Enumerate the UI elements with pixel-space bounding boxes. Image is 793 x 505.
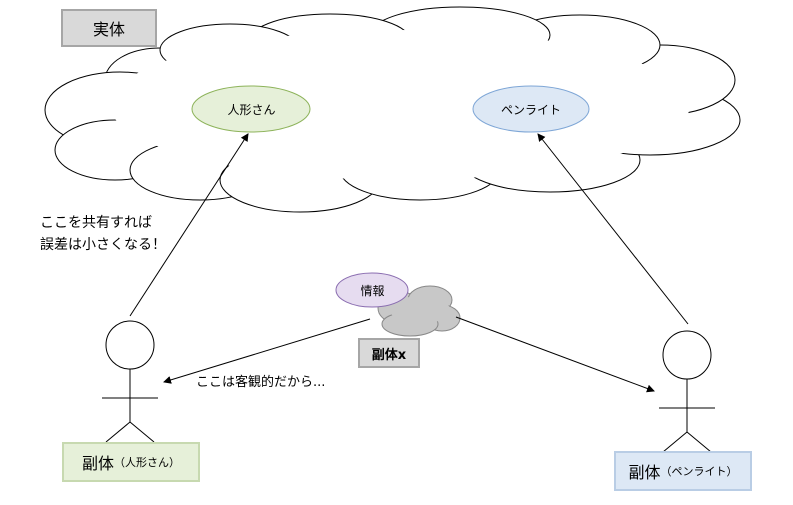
entity-title-box: 実体 [61,9,157,47]
arrow-penlight-to-object [537,133,689,325]
note-line-2: 誤差は小さくなる！ [40,237,166,253]
doll-object-label: 人形さん [227,102,276,117]
info-ellipse [335,272,409,308]
arrow-info-to-doll [163,318,371,384]
stick-figure-penlight [659,330,715,453]
sub-entity-penlight-box: 副体（ペンライト） [614,451,752,491]
penlight-object-ellipse [472,85,590,133]
entity-x-box: 副体x [358,338,420,368]
sub-entity-penlight-main: 副体 [628,463,661,482]
entity-title: 実体 [92,20,125,39]
stick-figure-doll [102,320,158,443]
arrow-info-to-penlight [455,316,655,393]
objective-note: ここは客観的だから... [196,375,326,390]
sub-entity-doll-box: 副体（人形さん） [62,442,200,482]
entity-x-label: 副体x [371,347,407,363]
sub-entity-doll-sub: （人形さん） [114,456,180,469]
arrow-doll-to-object [129,133,249,317]
penlight-object-label: ペンライト [500,103,561,117]
sub-entity-penlight-sub: （ペンライト） [660,465,738,478]
sub-entity-doll-main: 副体 [81,454,114,473]
info-label: 情報 [360,283,385,298]
doll-object-ellipse [191,85,311,133]
note-line-1: ここを共有すれば [40,215,152,231]
